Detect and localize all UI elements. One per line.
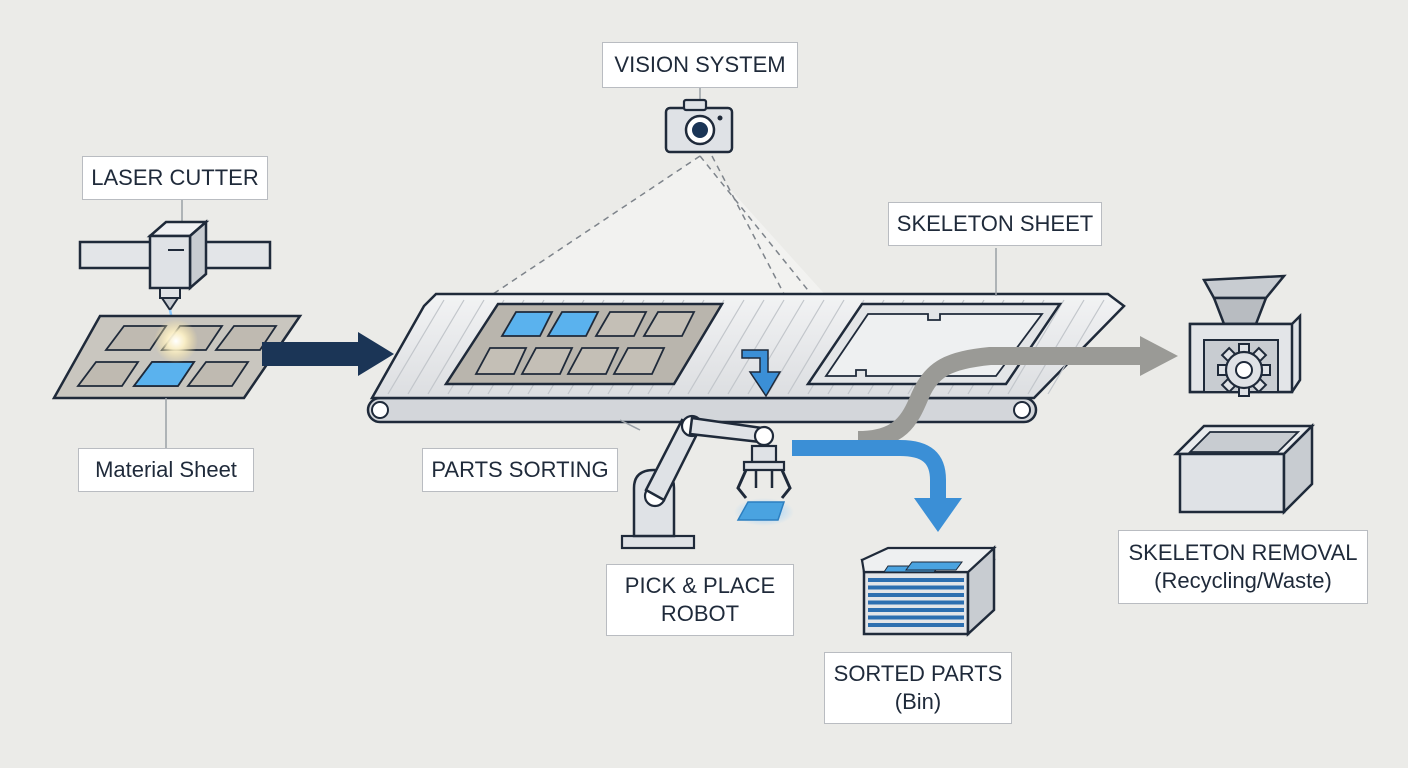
belt-stripe: [407, 299, 465, 395]
gear-icon: [1217, 343, 1271, 397]
skeleton-sheet-label: SKELETON SHEET: [888, 202, 1102, 246]
sorted-parts-label: SORTED PARTS (Bin): [824, 652, 1012, 724]
waste-bin-graphic: [1172, 422, 1316, 516]
camera-icon: [664, 98, 734, 154]
sorted-parts-line1: SORTED PARTS: [833, 661, 1003, 686]
skeleton-sheet-text: SKELETON SHEET: [896, 211, 1094, 236]
material-sheet-graphic: [51, 314, 303, 452]
material-sheet-text: Material Sheet: [95, 457, 237, 482]
laser-cutter-assembly: [78, 178, 272, 339]
belt-stripe: [387, 299, 445, 395]
belt-stripe: [787, 299, 845, 395]
held-part: [736, 501, 786, 521]
pick-place-robot-label: PICK & PLACE ROBOT: [606, 564, 794, 636]
belt-stripe: [687, 299, 745, 395]
sorted-flow-arrow: [792, 440, 962, 532]
laser-cutter-label: LASER CUTTER: [82, 156, 268, 200]
shredder-icon: [1188, 274, 1302, 397]
parts-sorting-leader: [619, 419, 641, 431]
belt-stripe: [767, 299, 825, 395]
laser-spark: [154, 319, 198, 363]
detected-part: [546, 311, 600, 337]
pick-place-line2: ROBOT: [660, 601, 740, 626]
detected-part: [500, 311, 554, 337]
pick-place-line1: PICK & PLACE: [624, 573, 776, 598]
sorted-parts-line2: (Bin): [894, 689, 942, 714]
skeleton-removal-label: SKELETON REMOVAL (Recycling/Waste): [1118, 530, 1368, 604]
laser-head-icon: [146, 219, 210, 312]
belt-stripe: [427, 299, 485, 395]
skeleton-removal-line1: SKELETON REMOVAL: [1128, 540, 1358, 565]
gripper-icon: [734, 444, 794, 526]
parts-tray: [443, 302, 725, 386]
skeleton-removal-line2: (Recycling/Waste): [1154, 568, 1332, 593]
material-sheet-label: Material Sheet: [78, 448, 254, 492]
parts-sorting-label: PARTS SORTING: [422, 448, 618, 492]
skeleton-flow-arrow: [857, 336, 1178, 449]
feed-arrow: [262, 332, 394, 376]
laser-cutter-text: LASER CUTTER: [91, 165, 259, 190]
parts-sorting-text: PARTS SORTING: [431, 457, 609, 482]
vision-system-label: VISION SYSTEM: [602, 42, 798, 88]
robot-arm-icon: [620, 414, 775, 550]
vision-system-text: VISION SYSTEM: [614, 52, 786, 77]
belt-stripe: [707, 299, 765, 395]
pick-down-arrow: [741, 349, 782, 398]
bin-icon: [860, 545, 997, 637]
belt-stripe: [727, 299, 785, 395]
